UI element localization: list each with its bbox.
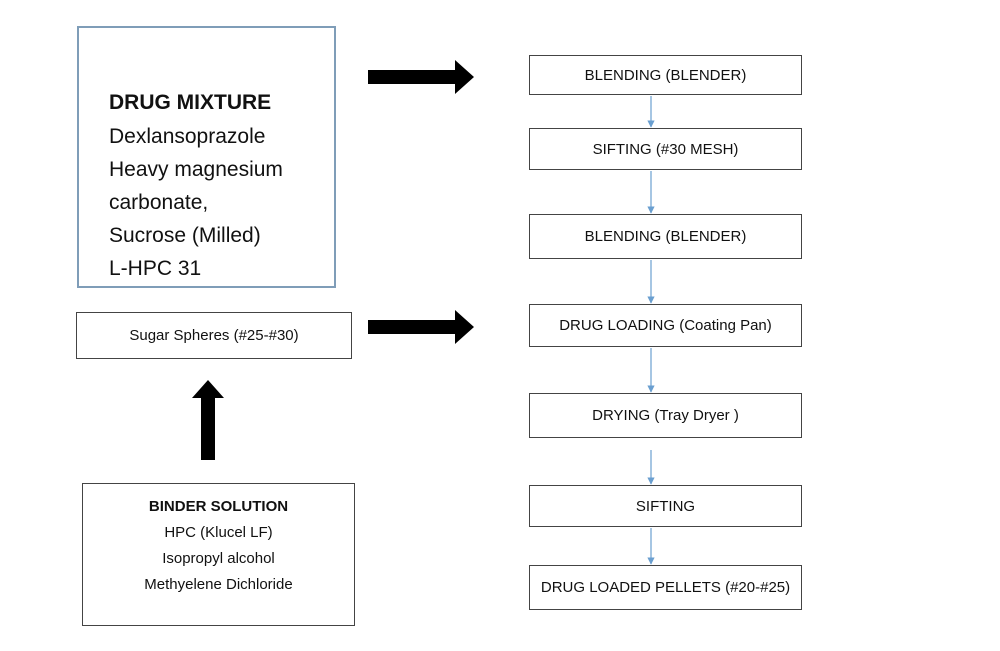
process-step-label: BLENDING (BLENDER) — [584, 66, 747, 84]
sugar-spheres-box: Sugar Spheres (#25-#30) — [76, 312, 352, 359]
binder-solution-box: BINDER SOLUTION HPC (Klucel LF) Isopropy… — [82, 483, 355, 626]
binder-solution-item: Isopropyl alcohol — [162, 550, 275, 567]
process-step-label: SIFTING — [635, 497, 696, 515]
process-step-blending-2: BLENDING (BLENDER) — [529, 214, 802, 259]
process-step-blending-1: BLENDING (BLENDER) — [529, 55, 802, 95]
process-step-label: SIFTING (#30 MESH) — [592, 140, 739, 158]
drug-mixture-item: carbonate, — [109, 191, 209, 214]
thick-up-arrow — [192, 380, 224, 460]
process-step-drug-loaded-pellets: DRUG LOADED PELLETS (#20-#25) — [529, 565, 802, 610]
drug-mixture-item: Sucrose (Milled) — [109, 224, 261, 247]
drug-mixture-item: L-HPC 31 — [109, 257, 202, 280]
binder-solution-item: HPC (Klucel LF) — [164, 524, 273, 541]
drug-mixture-box: DRUG MIXTURE Dexlansoprazole Heavy magne… — [77, 26, 336, 288]
thick-right-arrow-top — [368, 60, 474, 94]
process-step-sifting: SIFTING — [529, 485, 802, 527]
binder-solution-item: Methyelene Dichloride — [144, 576, 293, 593]
drug-mixture-item: Heavy magnesium — [109, 158, 283, 181]
process-step-label: BLENDING (BLENDER) — [584, 228, 747, 245]
thick-right-arrow-middle — [368, 310, 474, 344]
binder-solution-title: BINDER SOLUTION — [148, 498, 289, 515]
process-step-drying: DRYING (Tray Dryer ) — [529, 393, 802, 438]
process-step-sifting-mesh: SIFTING (#30 MESH) — [529, 128, 802, 170]
process-step-label: DRYING (Tray Dryer ) — [592, 407, 739, 424]
sugar-spheres-label: Sugar Spheres (#25-#30) — [129, 327, 299, 344]
process-step-label: DRUG LOADING (Coating Pan) — [559, 317, 772, 334]
drug-mixture-item: Dexlansoprazole — [109, 125, 266, 148]
process-step-drug-loading: DRUG LOADING (Coating Pan) — [529, 304, 802, 347]
process-step-label: DRUG LOADED PELLETS (#20-#25) — [540, 579, 791, 596]
drug-mixture-title: DRUG MIXTURE — [109, 91, 272, 114]
